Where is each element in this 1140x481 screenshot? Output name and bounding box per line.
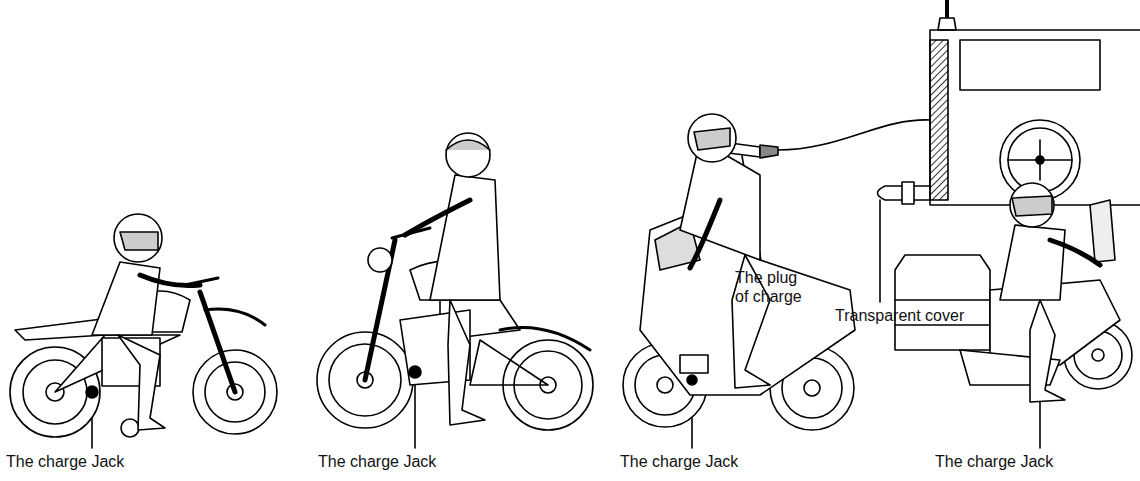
charge-cable (713, 120, 930, 158)
cruiser-bike (317, 133, 593, 430)
transparent-cover (878, 182, 931, 204)
jack-label: The charge Jack (318, 452, 436, 471)
jack-label: The charge Jack (620, 452, 738, 471)
leader-lines (92, 156, 1040, 448)
charger-unit (930, 0, 1140, 205)
sport-bike (623, 114, 855, 430)
jack-label: The charge Jack (935, 452, 1053, 471)
plug-label: The plug of charge (735, 268, 815, 306)
dirt-bike (10, 214, 277, 437)
cover-label: Transparent cover (835, 306, 964, 325)
touring-bike (895, 183, 1132, 402)
jack-label: The charge Jack (6, 452, 124, 471)
